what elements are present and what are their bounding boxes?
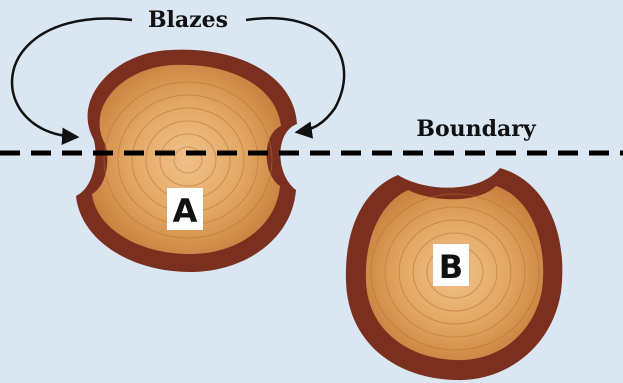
blaze-arrow-right [245, 17, 346, 139]
tree-b-label: B [439, 248, 463, 286]
blazes-label: Blazes [148, 7, 228, 33]
blaze-arrow-left [10, 17, 133, 146]
tree-a-label: A [173, 192, 198, 230]
tree-b-label-box [433, 244, 469, 286]
tree-b-rings [370, 193, 540, 351]
boundary-label: Boundary [416, 116, 536, 142]
tree-a-label-box [167, 188, 203, 230]
